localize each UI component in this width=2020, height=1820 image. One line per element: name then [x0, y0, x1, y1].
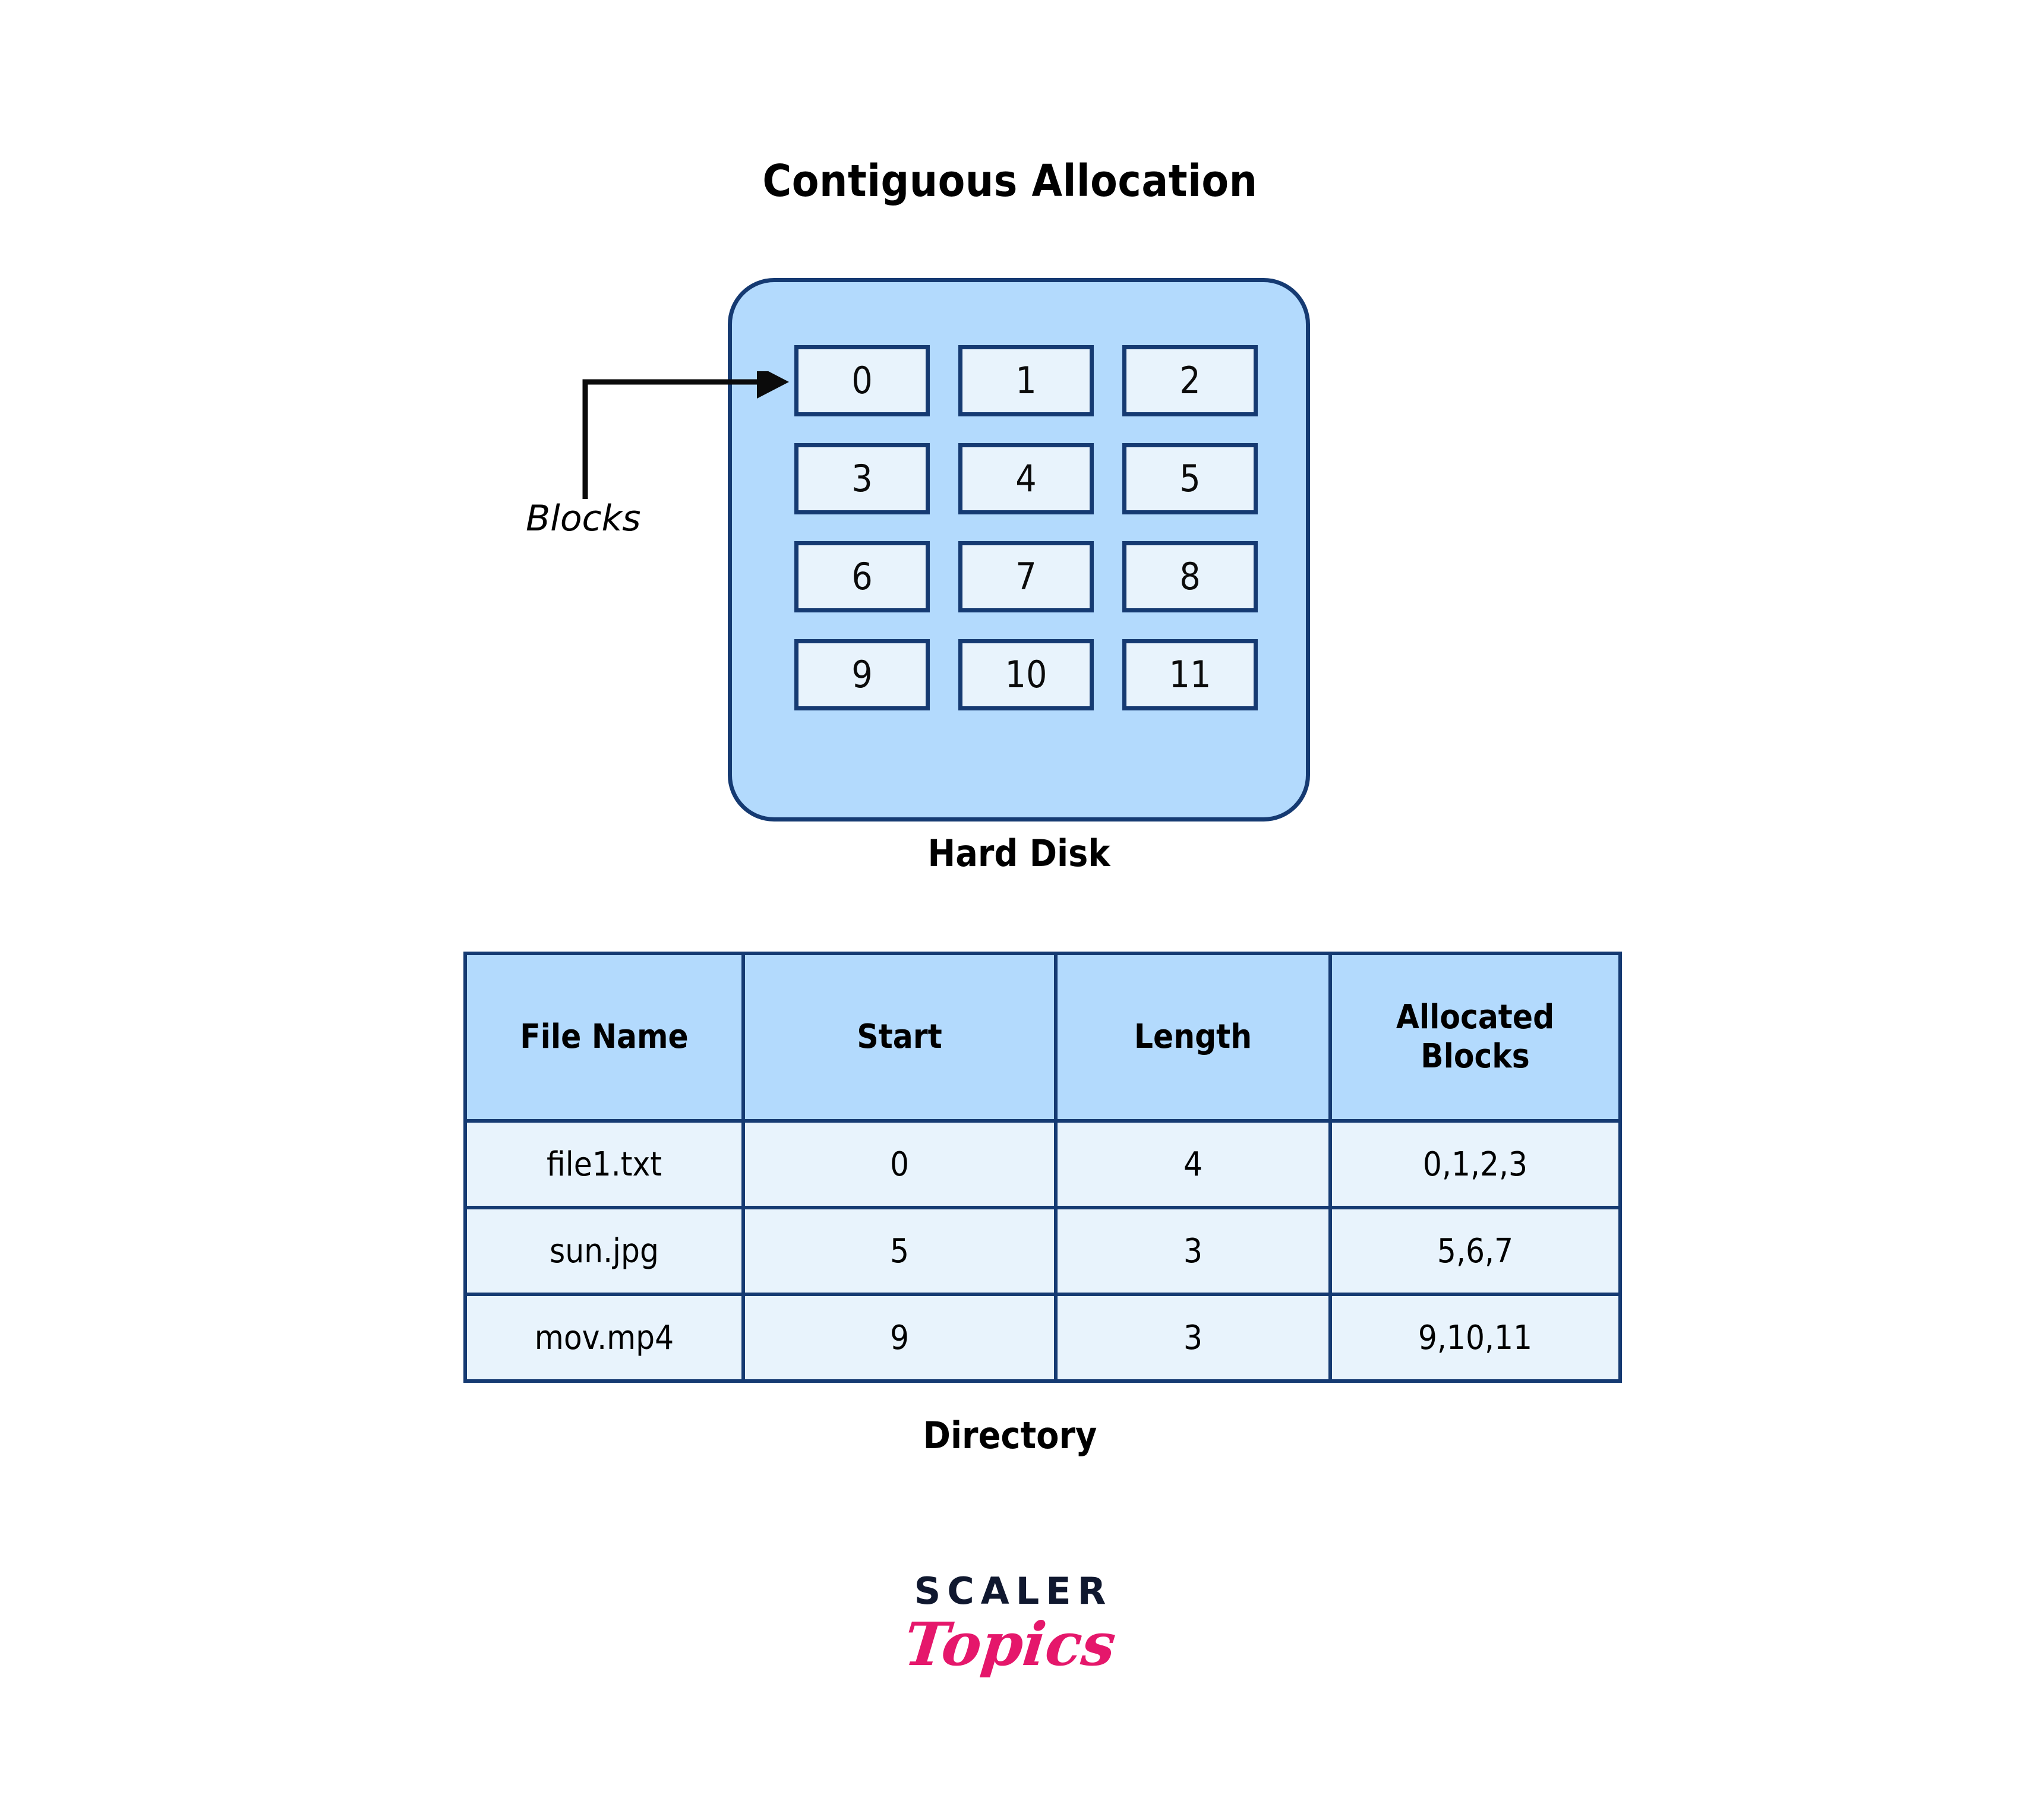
table-row: file1.txt 0 4 0,1,2,3: [463, 1119, 1622, 1209]
disk-block[interactable]: 3: [794, 443, 930, 514]
blocks-callout-connector: [582, 371, 790, 502]
disk-block[interactable]: 11: [1122, 639, 1258, 710]
disk-block[interactable]: 7: [958, 541, 1094, 612]
cell-length: 3: [1054, 1206, 1332, 1296]
logo-topics-text: Topics: [901, 1609, 1119, 1679]
page-title: Contiguous Allocation: [762, 156, 1258, 207]
cell-allocated-blocks: 9,10,11: [1328, 1293, 1622, 1383]
disk-block[interactable]: 8: [1122, 541, 1258, 612]
cell-allocated-blocks: 5,6,7: [1328, 1206, 1622, 1296]
scaler-topics-logo: SCALER Topics: [0, 1569, 2020, 1680]
blocks-callout-label: Blocks: [526, 498, 641, 539]
disk-block[interactable]: 5: [1122, 443, 1258, 514]
column-header-length: Length: [1054, 952, 1332, 1123]
disk-block[interactable]: 9: [794, 639, 930, 710]
logo-scaler-text: SCALER: [914, 1569, 1113, 1613]
disk-block-grid: 0 1 2 3 4 5 6 7 8 9 10 11: [794, 345, 1258, 710]
column-header-start: Start: [741, 952, 1058, 1123]
disk-block[interactable]: 4: [958, 443, 1094, 514]
cell-file-name: file1.txt: [463, 1119, 745, 1209]
table-row: sun.jpg 5 3 5,6,7: [463, 1206, 1622, 1296]
disk-block[interactable]: 1: [958, 345, 1094, 416]
disk-block[interactable]: 2: [1122, 345, 1258, 416]
cell-start: 5: [741, 1206, 1058, 1296]
hard-disk-caption: Hard Disk: [927, 832, 1110, 875]
cell-start: 0: [741, 1119, 1058, 1209]
hard-disk-container: 0 1 2 3 4 5 6 7 8 9 10 11: [728, 278, 1310, 821]
column-header-allocated-blocks: Allocated Blocks: [1328, 952, 1622, 1123]
directory-table: File Name Start Length Allocated Blocks …: [463, 952, 1622, 1383]
cell-length: 4: [1054, 1119, 1332, 1209]
table-header-row: File Name Start Length Allocated Blocks: [463, 952, 1622, 1123]
disk-block[interactable]: 6: [794, 541, 930, 612]
cell-length: 3: [1054, 1293, 1332, 1383]
cell-start: 9: [741, 1293, 1058, 1383]
directory-caption: Directory: [923, 1414, 1097, 1457]
cell-allocated-blocks: 0,1,2,3: [1328, 1119, 1622, 1209]
arrow-right-icon: [582, 371, 789, 499]
cell-file-name: mov.mp4: [463, 1293, 745, 1383]
disk-block[interactable]: 10: [958, 639, 1094, 710]
column-header-file-name: File Name: [463, 952, 745, 1123]
table-row: mov.mp4 9 3 9,10,11: [463, 1293, 1622, 1383]
disk-block[interactable]: 0: [794, 345, 930, 416]
cell-file-name: sun.jpg: [463, 1206, 745, 1296]
